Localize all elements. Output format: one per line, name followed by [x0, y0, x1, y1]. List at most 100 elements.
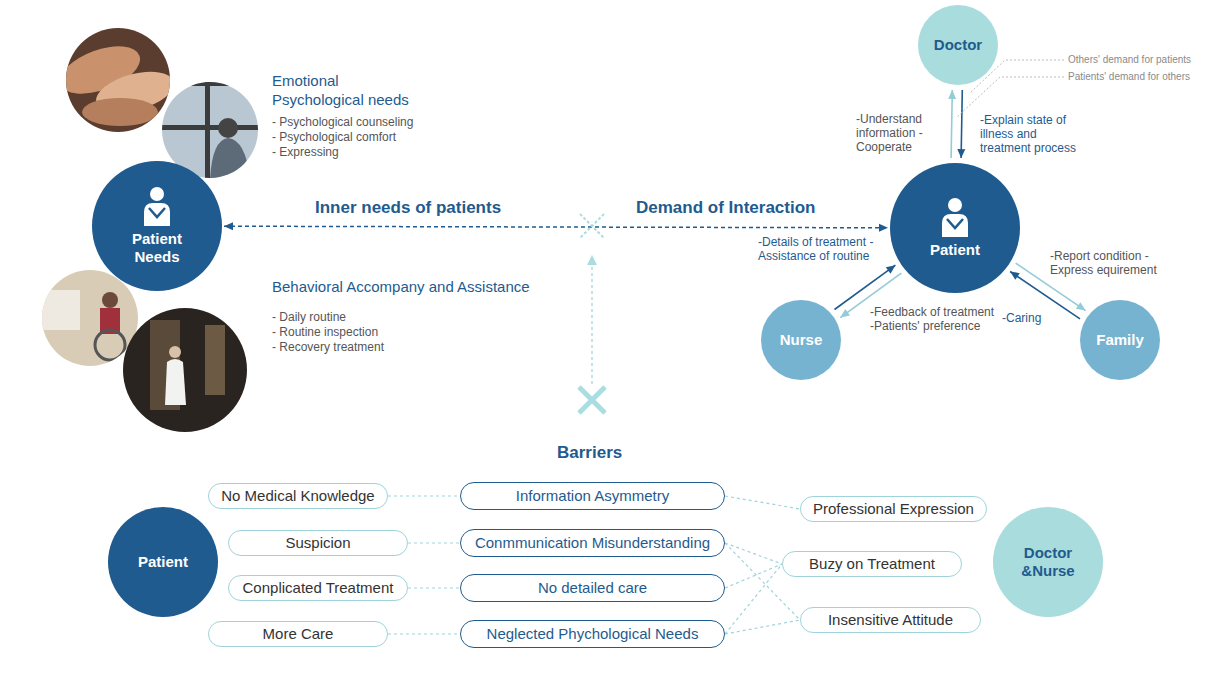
patient-icon [140, 186, 174, 226]
connector [957, 90, 965, 158]
photo-figure [169, 346, 181, 358]
connector [388, 634, 460, 635]
patient-icon [938, 197, 972, 237]
node-text: Information Asymmetry [516, 487, 669, 505]
edge-label: -Explain state of illness and treatment … [980, 114, 1088, 155]
connector [725, 564, 782, 588]
barrier-cross [579, 387, 605, 413]
connector-line [725, 496, 800, 509]
role-circle: Nurse [761, 300, 841, 380]
connector [725, 564, 782, 634]
edge-label: -Report condition -Express equirement [1050, 250, 1175, 278]
cross-line [580, 214, 604, 238]
role-circle: Family [1080, 300, 1160, 380]
reason-pill: Neglected Phychological Needs [460, 620, 725, 648]
node-text: More Care [263, 625, 334, 643]
barrier-arrow [591, 264, 593, 384]
node-text: Neglected Phychological Needs [487, 625, 699, 643]
node-text: Suspicion [285, 534, 350, 552]
list-item: - Daily routine [272, 311, 346, 325]
node-text: Conmmunication Misunderstanding [475, 534, 710, 552]
legend-note: Patients' demand for others [1068, 71, 1190, 83]
photo-ground [120, 305, 250, 435]
node-text: Patient [138, 553, 188, 571]
connector-line [388, 633, 460, 634]
connector [725, 496, 800, 509]
connector-line [388, 495, 460, 496]
role-circle: Doctor &Nurse [993, 507, 1103, 617]
section-heading: Behavioral Accompany and Assistance [272, 278, 530, 295]
photo-figure [218, 118, 238, 138]
arrowhead [948, 90, 956, 99]
cross-line [580, 214, 604, 238]
node-text: Patient [930, 241, 980, 259]
icon-head [150, 187, 164, 201]
section-title: Barriers [557, 443, 622, 463]
photo-corridor [120, 305, 250, 435]
list-item: - Routine inspection [272, 326, 378, 340]
list-item: - Psychological counseling [272, 116, 413, 130]
node-text: Family [1096, 331, 1144, 349]
connector-line [224, 226, 888, 228]
reason-pill: Professional Expression [800, 496, 987, 522]
icon-sling [149, 208, 165, 217]
connector-line [961, 90, 962, 158]
arrowhead [1076, 302, 1086, 310]
role-circle: Patient [890, 163, 1020, 293]
photo-figure [165, 359, 186, 405]
connector-line [835, 265, 896, 309]
reason-pill: No Medical Knowledge [208, 483, 388, 509]
legend-note: Others' demand for patients [1068, 54, 1191, 66]
photo-door [205, 325, 225, 395]
icon-head [948, 198, 962, 212]
connector-line [408, 542, 460, 543]
connector [408, 588, 460, 589]
photo-hand [82, 98, 158, 126]
connector-line [408, 587, 460, 588]
flow-label: Inner needs of patients [315, 198, 501, 218]
node-text: Doctor [934, 36, 982, 54]
list-item: - Psychological comfort [272, 131, 396, 145]
icon-sling [947, 219, 963, 228]
reason-pill: Conmmunication Misunderstanding [460, 529, 725, 557]
arrowhead [224, 222, 233, 230]
arrowhead [879, 224, 888, 232]
edge-label: -Caring [1002, 312, 1062, 326]
arrowhead [886, 265, 896, 274]
connector [835, 265, 896, 309]
cross-line [579, 387, 605, 413]
photo-hands [54, 20, 180, 140]
reason-pill: Insensitive Attitude [800, 607, 981, 633]
edge-label: -Details of treatment -Assistance of rou… [758, 236, 888, 264]
icon-body [144, 203, 170, 226]
connector-line [725, 564, 782, 588]
photo-wheel [95, 330, 125, 360]
node-text: Insensitive Attitude [828, 611, 953, 629]
node-text: Doctor &Nurse [1008, 544, 1088, 580]
list-item: - Expressing [272, 146, 339, 160]
cross-line [579, 387, 605, 413]
connector-line [725, 564, 782, 634]
node-text: Conplicated Treatment [243, 579, 394, 597]
node-text: No detailed care [538, 579, 647, 597]
node-text: Patient Needs [122, 230, 192, 266]
connector-line [725, 620, 800, 634]
connector-line [725, 543, 782, 564]
role-circle: Doctor [918, 5, 998, 85]
center-cross [580, 214, 604, 238]
list-item: - Recovery treatment [272, 341, 384, 355]
leader-line [957, 77, 1064, 117]
edge-label: -Understand information -Cooperate [856, 113, 932, 154]
role-circle: Patient [108, 507, 218, 617]
node-text: Professional Expression [813, 500, 974, 518]
photo-frame [160, 125, 260, 130]
reason-pill: Suspicion [228, 530, 408, 556]
connector [408, 543, 460, 544]
reason-pill: More Care [208, 621, 388, 647]
arrowhead [1010, 271, 1020, 279]
photo-figure [102, 292, 118, 308]
icon-body [942, 214, 968, 237]
connector [948, 90, 956, 158]
node-text: No Medical Knowledge [221, 487, 374, 505]
reason-pill: No detailed care [460, 574, 725, 602]
